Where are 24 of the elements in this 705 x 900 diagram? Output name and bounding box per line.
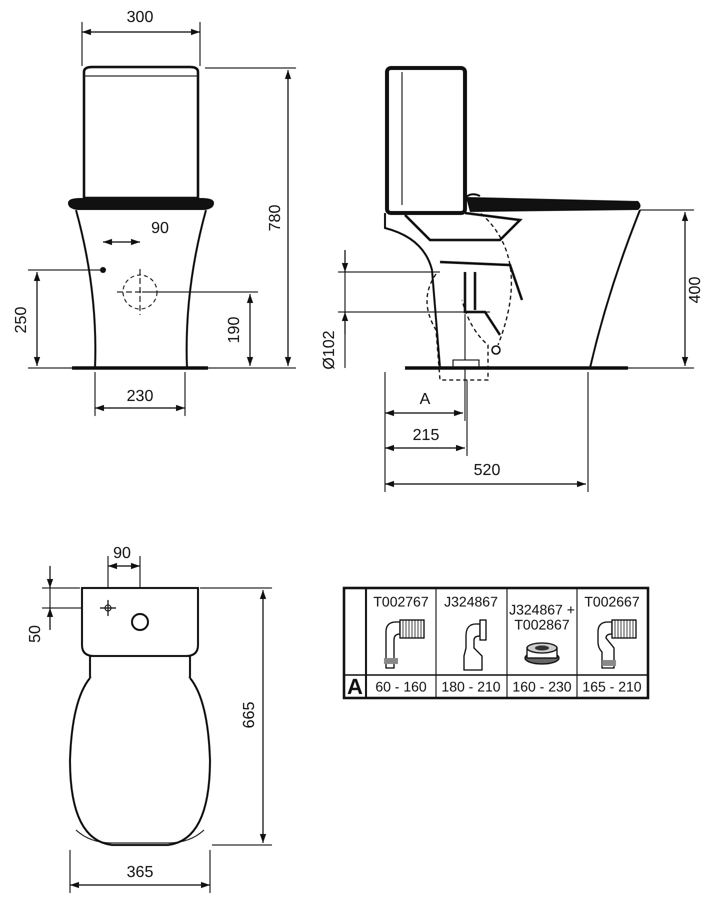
dimension-value: 780 xyxy=(268,204,284,232)
dimension-value: 190 xyxy=(227,316,243,344)
table-value: 165 - 210 xyxy=(581,680,643,694)
dimension-value: Ø102 xyxy=(322,330,338,370)
table-value: 60 - 160 xyxy=(374,680,428,694)
table-value: 180 - 210 xyxy=(440,680,502,694)
table-header-text: T002767 xyxy=(372,594,430,610)
dimension-value: 400 xyxy=(688,276,704,304)
dimension-value: A xyxy=(420,392,430,408)
dimension-value: 230 xyxy=(126,389,154,405)
table-header-text: J324867 + T002867 xyxy=(508,602,576,632)
dimension-value: 90 xyxy=(113,546,131,562)
dimension-value: 50 xyxy=(28,625,44,643)
dimension-value: 520 xyxy=(474,463,500,479)
table-header-text: J324867 xyxy=(443,594,499,610)
dimension-value: 665 xyxy=(242,702,258,728)
table-header-text: T002667 xyxy=(583,594,641,610)
table-value: 160 - 230 xyxy=(511,680,573,694)
dimension-value: 90 xyxy=(151,221,169,237)
dimension-value: 215 xyxy=(412,428,440,444)
row-header-text: A xyxy=(347,676,363,698)
dimension-value: 250 xyxy=(14,306,30,334)
dimension-value: 300 xyxy=(126,10,154,26)
dimension-value: 365 xyxy=(126,865,154,881)
